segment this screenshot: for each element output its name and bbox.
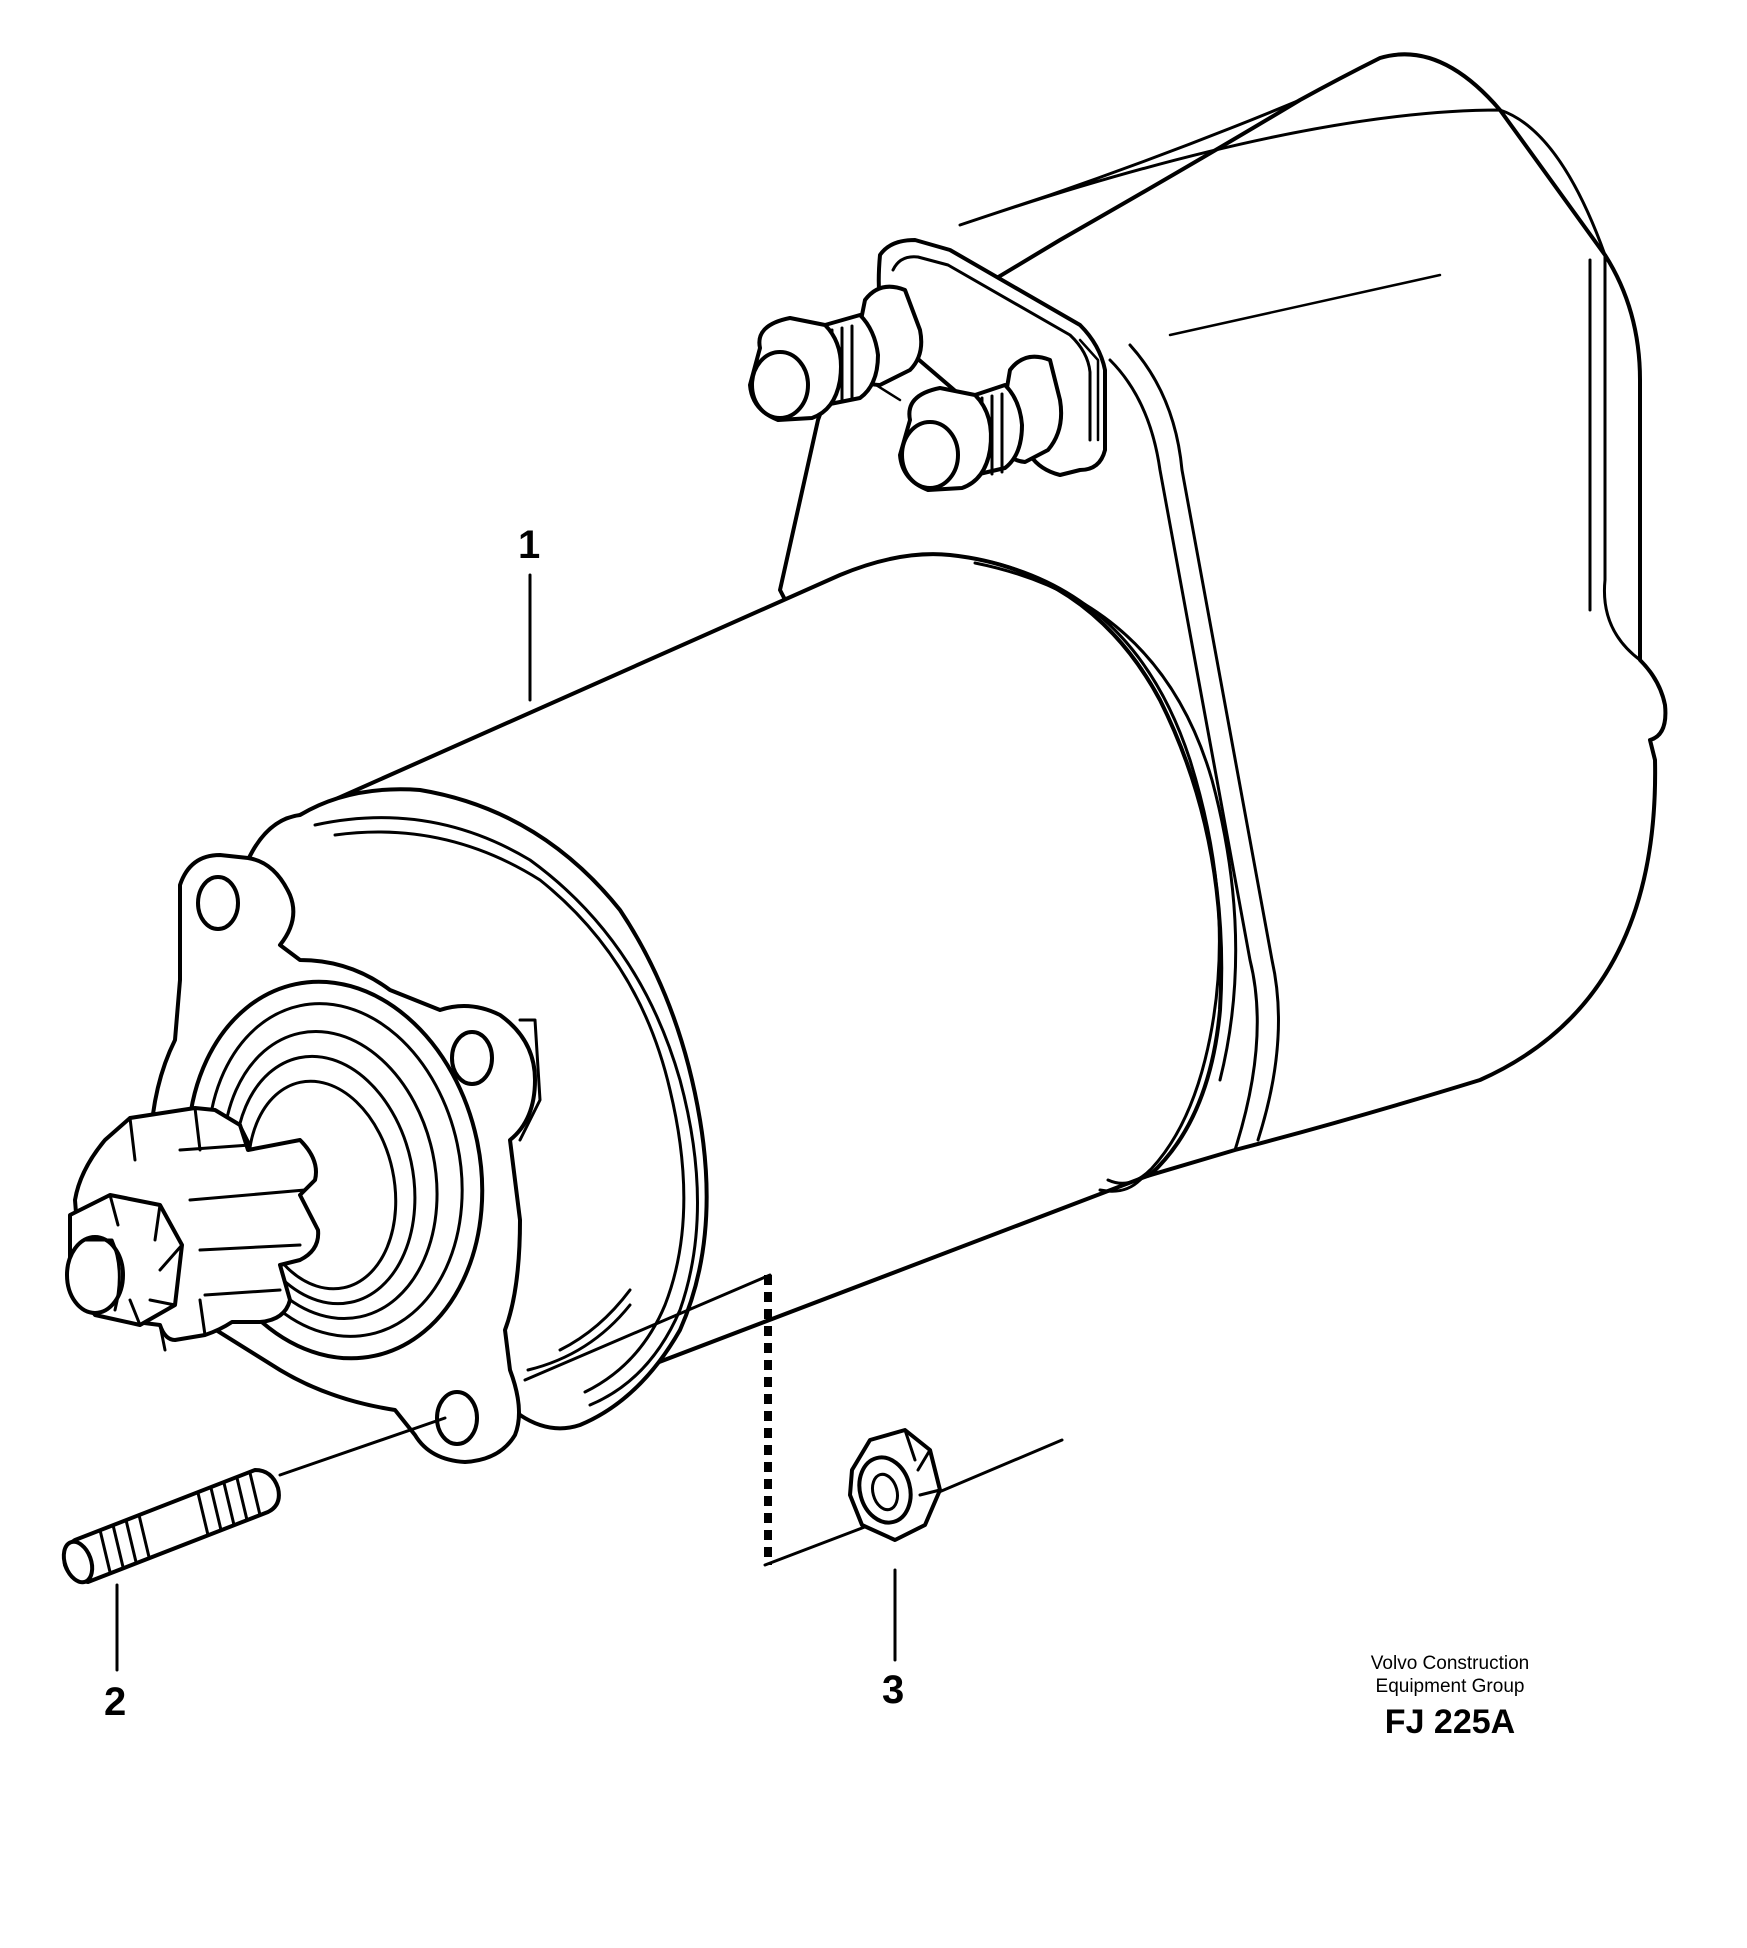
nut xyxy=(848,1428,942,1542)
credit-line-2: Equipment Group xyxy=(1375,1676,1525,1697)
nut-axis-line-rear xyxy=(763,1523,872,1567)
pinion-gear xyxy=(65,1106,321,1352)
callout-2: 2 xyxy=(104,1680,127,1724)
figure-code: FJ 225A xyxy=(1384,1703,1516,1741)
leader-lines xyxy=(115,573,1064,1672)
stud-axis-line xyxy=(278,1416,447,1477)
callout-1: 1 xyxy=(518,523,541,567)
terminal-stud-lower xyxy=(874,354,1064,492)
terminal-stud-upper xyxy=(748,284,924,422)
stud xyxy=(61,1468,281,1585)
hidden-axis-upper xyxy=(523,1273,772,1382)
nut-axis-line xyxy=(930,1438,1064,1497)
callout-3: 3 xyxy=(882,1668,905,1712)
credit-line-1: Volvo Construction xyxy=(1370,1653,1530,1674)
publisher-credit: Volvo Construction Equipment Group FJ 22… xyxy=(1345,1652,1555,1742)
